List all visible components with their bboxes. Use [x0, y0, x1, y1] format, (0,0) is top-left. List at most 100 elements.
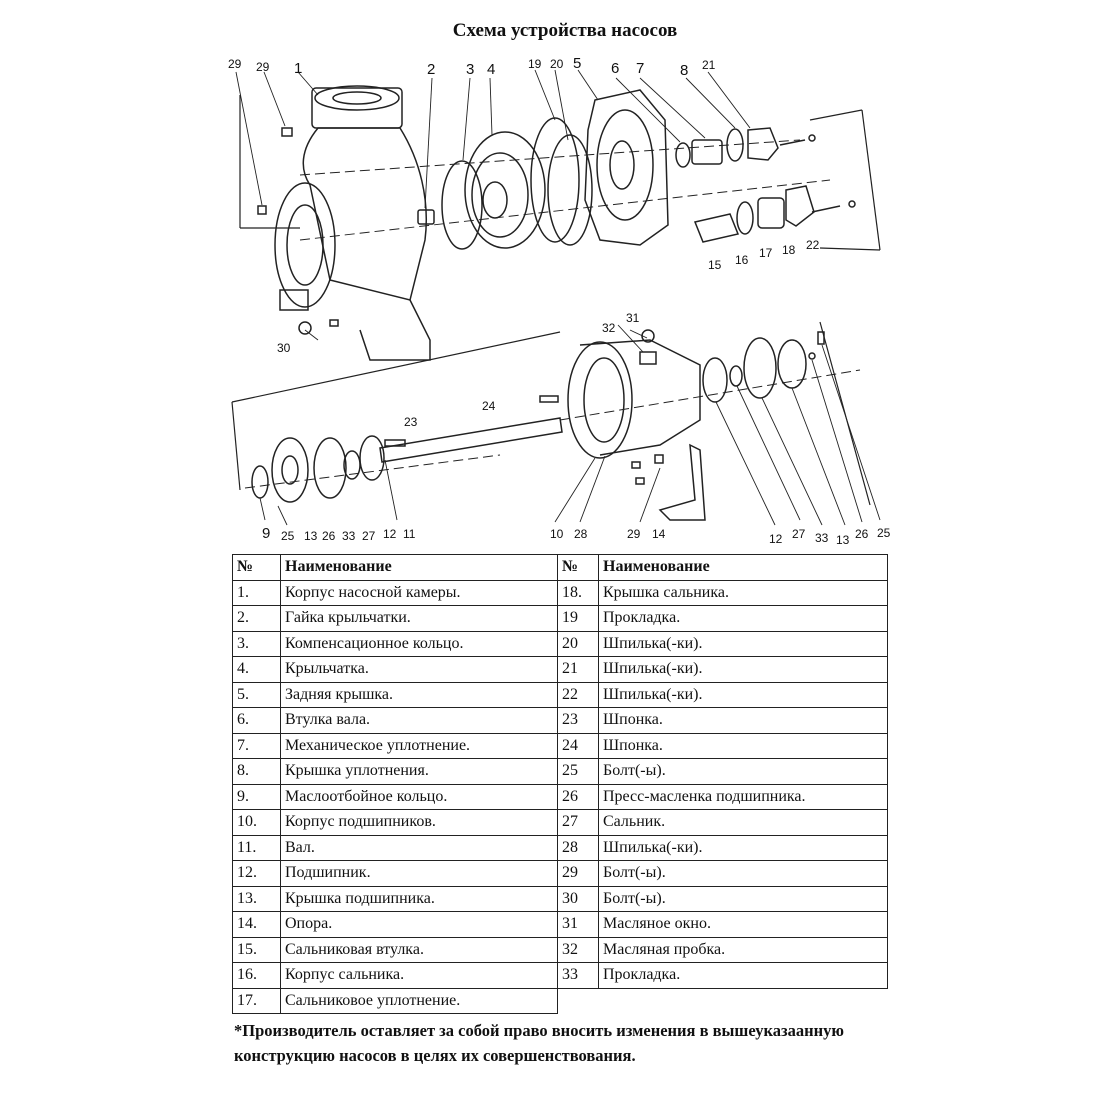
left-number-cell: 10. — [232, 809, 281, 836]
left-name-cell: Крыльчатка. — [280, 656, 558, 683]
right-name-cell: Шпилька(-ки). — [598, 656, 888, 683]
right-number-cell: 31 — [557, 911, 599, 938]
callout-1: 1 — [294, 60, 302, 77]
callout-17: 17 — [759, 246, 773, 260]
right-number-cell: 27 — [557, 809, 599, 836]
callout-24: 24 — [482, 399, 496, 413]
right-name-cell: Масляная пробка. — [598, 936, 888, 963]
callout-27a: 27 — [362, 529, 376, 543]
callout-25a: 25 — [281, 529, 295, 543]
right-number-cell: 24 — [557, 732, 599, 759]
left-number-cell: 14. — [232, 911, 281, 938]
callout-11: 11 — [403, 527, 416, 541]
left-name-cell: Корпус подшипников. — [280, 809, 558, 836]
callout-9: 9 — [262, 525, 270, 542]
callout-labels: 29 29 1 2 3 4 19 20 5 6 7 8 21 15 16 17 … — [228, 55, 891, 547]
gasket-20 — [547, 134, 593, 246]
right-name-cell: Пресс-масленка подшипника. — [598, 783, 888, 810]
callout-6: 6 — [611, 60, 619, 77]
right-name-cell: Прокладка. — [598, 605, 888, 632]
right-name-cell: Шпилька(-ки). — [598, 630, 888, 657]
right-number-cell: 28 — [557, 834, 599, 861]
empty-cell — [558, 988, 888, 1014]
left-number-cell: 5. — [232, 681, 281, 708]
left-name-cell: Задняя крышка. — [280, 681, 558, 708]
callout-26a: 26 — [322, 529, 336, 543]
gasket-19 — [530, 117, 580, 243]
lower-frame — [231, 321, 871, 506]
pump-exploded-diagram: 29 29 1 2 3 4 19 20 5 6 7 8 21 15 16 17 … — [228, 55, 891, 547]
left-name-cell: Сальниковая втулка. — [280, 936, 558, 963]
callout-20: 20 — [550, 57, 564, 71]
bearing-parts-right — [702, 331, 825, 403]
callout-33a: 33 — [342, 529, 356, 543]
left-number-cell: 7. — [232, 732, 281, 759]
callout-22: 22 — [806, 238, 820, 252]
callout-21: 21 — [702, 58, 716, 72]
parts-table: № Наименование № Наименование 1.Корпус н… — [232, 554, 888, 1014]
right-name-cell: Масляное окно. — [598, 911, 888, 938]
right-number-cell: 22 — [557, 681, 599, 708]
impeller — [464, 131, 546, 249]
callout-26b: 26 — [855, 527, 869, 541]
support-bracket — [631, 443, 706, 521]
left-number-cell: 6. — [232, 707, 281, 734]
compensation-ring — [441, 160, 483, 250]
callout-13a: 13 — [304, 529, 318, 543]
left-number-cell: 9. — [232, 783, 281, 810]
callout-2: 2 — [427, 61, 435, 78]
pump-casing — [274, 85, 431, 361]
callout-4: 4 — [487, 61, 495, 78]
callout-8: 8 — [680, 62, 688, 79]
callout-27b: 27 — [792, 527, 806, 541]
right-number-cell: 32 — [557, 936, 599, 963]
callout-18: 18 — [782, 243, 796, 257]
right-name-cell: Шпонка. — [598, 707, 888, 734]
callout-29c: 29 — [627, 527, 641, 541]
left-number-cell: 11. — [232, 834, 281, 861]
callout-23: 23 — [404, 415, 418, 429]
left-number-cell: 1. — [232, 579, 281, 606]
callout-32: 32 — [602, 321, 616, 335]
callout-16: 16 — [735, 253, 749, 267]
back-cover — [584, 89, 669, 246]
left-number-cell: 16. — [232, 962, 281, 989]
left-number-cell: 3. — [232, 630, 281, 657]
left-name-cell: Крышка уплотнения. — [280, 758, 558, 785]
callout-13b: 13 — [836, 533, 850, 547]
left-number-cell: 4. — [232, 656, 281, 683]
right-number-cell: 33 — [557, 962, 599, 989]
bearing-parts-left — [251, 435, 385, 503]
right-number-cell: 20 — [557, 630, 599, 657]
right-number-cell: 25 — [557, 758, 599, 785]
left-number-cell: 15. — [232, 936, 281, 963]
callout-3: 3 — [466, 61, 474, 78]
table-header-row: № Наименование № Наименование — [232, 554, 888, 581]
left-name-cell: Вал. — [280, 834, 558, 861]
right-name-cell: Шпилька(-ки). — [598, 834, 888, 861]
header-num-right: № — [557, 554, 599, 581]
left-number-cell: 2. — [232, 605, 281, 632]
left-name-cell: Опора. — [280, 911, 558, 938]
right-name-cell: Крышка сальника. — [598, 579, 888, 606]
stuffing-box-parts — [693, 185, 856, 243]
left-name-cell: Гайка крыльчатки. — [280, 605, 558, 632]
callout-30: 30 — [277, 341, 291, 355]
table-row: 17.Сальниковое уплотнение. — [232, 987, 888, 1014]
left-name-cell: Компенсационное кольцо. — [280, 630, 558, 657]
callout-15: 15 — [708, 258, 722, 272]
callout-25b: 25 — [877, 526, 891, 540]
callout-29b: 29 — [256, 60, 270, 74]
shaft — [379, 395, 563, 463]
left-name-cell: Крышка подшипника. — [280, 885, 558, 912]
